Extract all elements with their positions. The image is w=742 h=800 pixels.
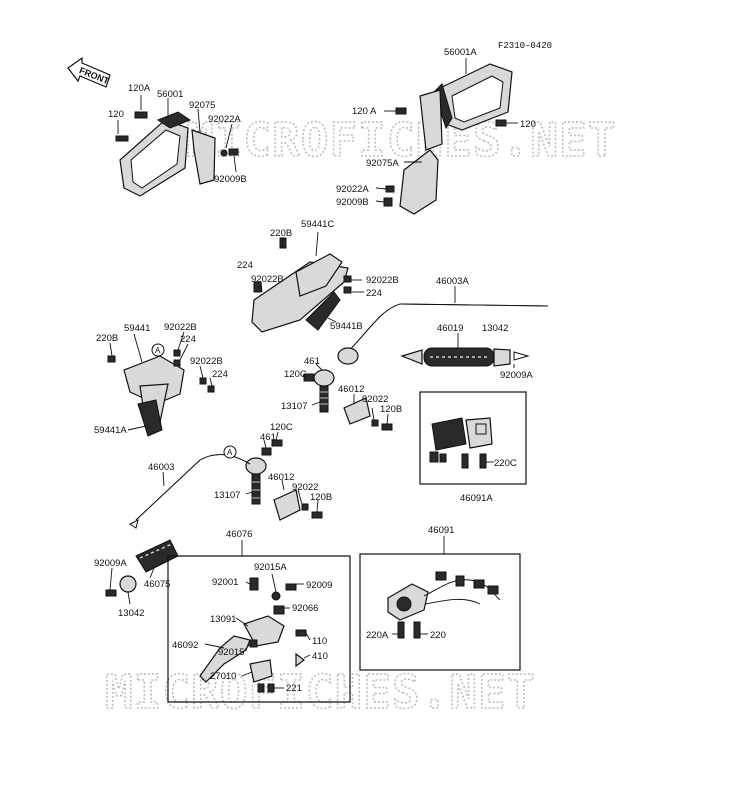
callout-a-handlebar: A [227,448,233,457]
callout-59441: 59441 [124,323,150,334]
callout-46091a: 46091A [460,493,493,504]
callout-110: 110 [312,636,327,647]
callout-13107-a: 13107 [281,401,307,412]
callout-220: 220 [430,630,446,641]
callout-59441b: 59441B [330,321,363,332]
callout-220c: 220C [494,458,517,469]
callout-224-a: 224 [237,260,253,271]
lower-clamp-group [245,439,323,521]
callout-46091: 46091 [428,525,454,536]
callout-224-b: 224 [366,288,382,299]
front-arrow-icon [67,56,111,88]
callout-410: 410 [312,651,328,662]
callout-46075: 46075 [144,579,170,590]
switch-box-46091 [359,553,521,671]
callout-92022b-c: 92022B [164,322,197,333]
callout-120c-b: 120C [270,422,293,433]
callout-92009a-left: 92009A [94,558,127,569]
right-mirror [395,63,513,151]
callout-92022-a: 92022 [362,394,388,405]
callout-a-holder: A [155,346,161,355]
callout-46003a: 46003A [436,276,469,287]
callout-220a: 220A [366,630,389,641]
callout-92075a: 92075A [366,158,399,169]
callout-120a-left: 120A [128,83,151,94]
callout-92001: 92001 [212,577,238,588]
callout-220b-top: 220B [270,228,292,239]
callout-224-d: 224 [212,369,228,380]
left-switch-housing [387,571,501,639]
callout-220b-left: 220B [96,333,118,344]
callout-92022b-d: 92022B [190,356,223,367]
callout-120-right: 120 [520,119,536,130]
lever-box-46076 [167,555,351,703]
callout-461-b: 461 [260,432,276,443]
callout-92066: 92066 [292,603,318,614]
callout-27010: 27010 [210,671,236,682]
callout-56001a: 56001A [444,47,477,58]
watermark-top: MICROFICHES.NET [186,113,616,167]
left-mirror [115,111,239,197]
callout-92009a-right: 92009A [500,370,533,381]
callout-46019: 46019 [437,323,463,334]
callout-120b-a: 120B [380,404,402,415]
callout-46012-b: 46012 [268,472,294,483]
callout-46076: 46076 [226,529,252,540]
callout-59441c: 59441C [301,219,334,230]
callout-92009b-right: 92009B [336,197,369,208]
right-mirror-bracket [399,149,439,215]
callout-59441a: 59441A [94,425,127,436]
callout-92022b-b: 92022B [366,275,399,286]
figure-code: F2310-0420 [498,41,552,51]
lower-handlebar-holder [107,343,215,437]
callout-224-c: 224 [180,334,196,345]
callout-46003: 46003 [148,462,174,473]
switch-box-46091a [419,391,527,485]
callout-461-a: 461 [304,356,320,367]
callout-120-left: 120 [108,109,124,120]
callout-92075: 92075 [189,100,215,111]
callout-120a-right: 120 A [352,106,377,117]
watermark-bottom: MICROFICHES.NET [105,665,535,719]
callout-13042-top: 13042 [482,323,508,334]
callout-92022a-left: 92022A [208,114,241,125]
right-switch-housing [429,417,493,469]
callout-92022a-right: 92022A [336,184,369,195]
upper-handlebar-holder [251,237,352,333]
callout-120b-b: 120B [310,492,332,503]
callout-46092: 46092 [172,640,198,651]
callout-92022-b: 92022 [292,482,318,493]
upper-clamp-group [303,369,393,431]
callout-221: 221 [286,683,302,694]
callout-92022b-a: 92022B [251,274,284,285]
callout-13042-bottom: 13042 [118,608,144,619]
right-handlebar [337,303,549,365]
callout-92009b-left: 92009B [214,174,247,185]
right-grip [400,347,530,367]
callout-13091: 13091 [210,614,236,625]
callout-56001: 56001 [157,89,183,100]
callout-92015a: 92015A [254,562,287,573]
callout-46012-a: 46012 [338,384,364,395]
left-handlebar [129,454,251,529]
callout-92015: 92015 [218,647,244,658]
callout-13107-b: 13107 [214,490,240,501]
callout-120c-a: 120C [284,369,307,380]
callout-92009: 92009 [306,580,332,591]
